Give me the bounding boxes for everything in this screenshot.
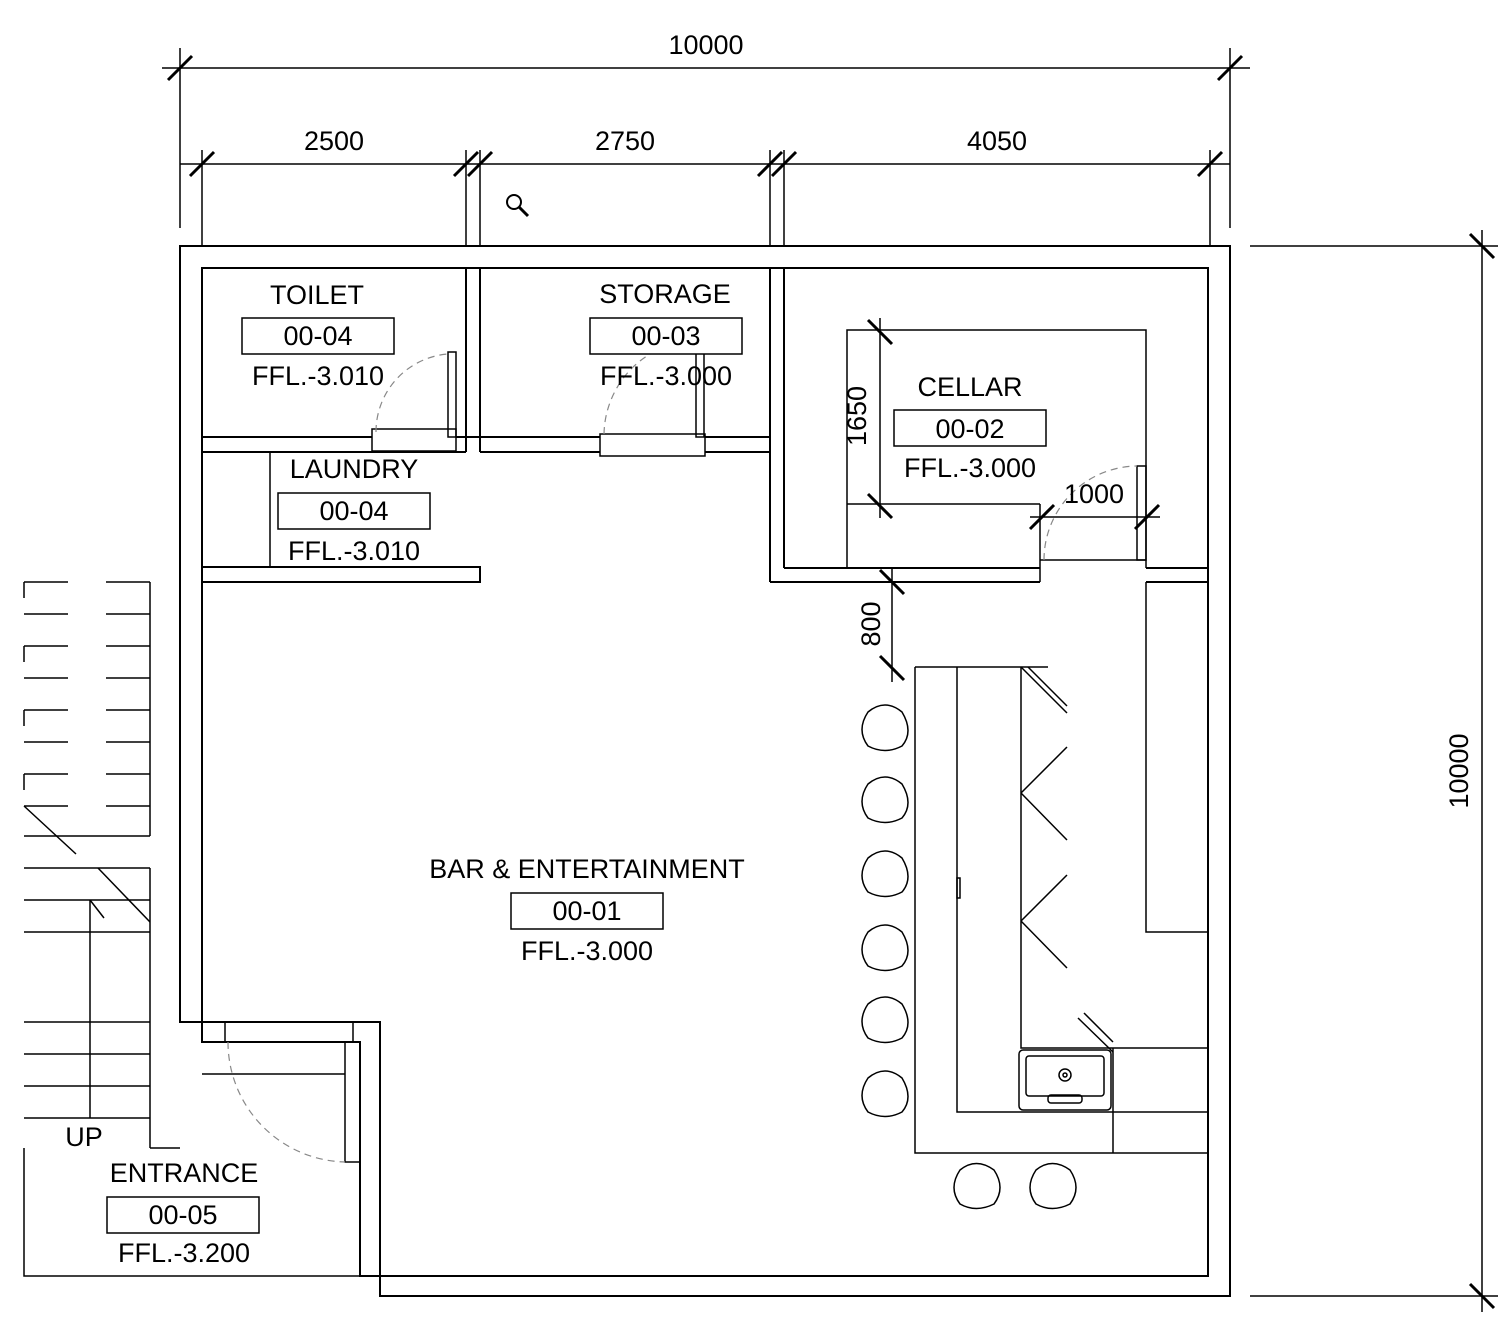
room-cellar: CELLAR 00-02 FFL.-3.000 <box>893 372 1047 483</box>
room-name: LAUNDRY <box>290 454 419 484</box>
interior-walls <box>202 268 1208 1163</box>
room-code: 00-05 <box>148 1200 217 1230</box>
room-code: 00-04 <box>283 321 352 351</box>
bar-counter <box>914 582 1208 1154</box>
room-name: TOILET <box>270 280 364 310</box>
room-storage: STORAGE 00-03 FFL.-3.000 <box>589 279 743 391</box>
room-level: FFL.-3.000 <box>521 936 653 966</box>
room-level: FFL.-3.000 <box>904 453 1036 483</box>
room-name: CELLAR <box>917 372 1022 402</box>
room-level: FFL.-3.010 <box>288 536 420 566</box>
dim-cellar-depth: 1650 <box>842 386 872 446</box>
room-code: 00-04 <box>319 496 388 526</box>
room-toilet: TOILET 00-04 FFL.-3.010 <box>241 280 395 391</box>
room-bar: BAR & ENTERTAINMENT 00-01 FFL.-3.000 <box>429 854 745 966</box>
room-level: FFL.-3.000 <box>600 361 732 391</box>
magnifier-icon[interactable] <box>506 194 530 218</box>
top-dimensions: 10000 2500 2750 4050 <box>162 30 1250 246</box>
storage-door <box>599 433 706 457</box>
stool <box>861 996 909 1044</box>
dim-cellar-door: 1000 <box>1064 479 1124 509</box>
stool <box>953 1162 1001 1210</box>
dim-overall-width: 10000 <box>668 30 743 60</box>
interior-dimensions: 1650 1000 800 <box>842 318 1161 682</box>
right-dimension: 10000 <box>1250 230 1498 1312</box>
stool <box>861 776 909 824</box>
room-level: FFL.-3.010 <box>252 361 384 391</box>
room-laundry: LAUNDRY 00-04 FFL.-3.010 <box>277 454 431 566</box>
stair-up-label: UP <box>65 1122 103 1152</box>
room-name: STORAGE <box>599 279 731 309</box>
cellar-door <box>1136 465 1147 561</box>
room-name: ENTRANCE <box>110 1158 259 1188</box>
exterior-walls <box>179 245 1231 1297</box>
staircase <box>23 581 360 1277</box>
room-level: FFL.-3.200 <box>118 1238 250 1268</box>
stool <box>861 924 909 972</box>
stool <box>861 704 909 752</box>
stool <box>861 1070 909 1118</box>
room-name: BAR & ENTERTAINMENT <box>429 854 745 884</box>
stool <box>861 850 909 898</box>
dim-overall-height: 10000 <box>1444 733 1474 808</box>
toilet-door <box>371 428 457 452</box>
dim-segment-3: 4050 <box>967 126 1027 156</box>
dim-segment-1: 2500 <box>304 126 364 156</box>
room-entrance: ENTRANCE 00-05 FFL.-3.200 <box>106 1158 260 1268</box>
room-code: 00-02 <box>935 414 1004 444</box>
entrance-door <box>224 1021 354 1043</box>
stool <box>1029 1162 1077 1210</box>
room-code: 00-03 <box>631 321 700 351</box>
bar-stools <box>861 704 1077 1210</box>
sink <box>1018 1049 1112 1111</box>
dim-segment-2: 2750 <box>595 126 655 156</box>
dim-bar-clearance: 800 <box>856 601 886 646</box>
room-code: 00-01 <box>552 896 621 926</box>
